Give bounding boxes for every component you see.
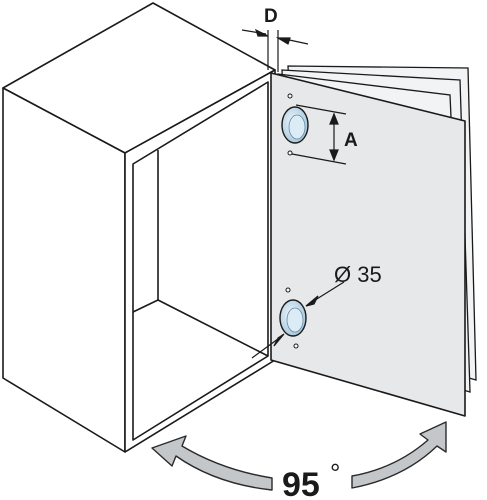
dimension-d — [241, 28, 309, 72]
dimension-a — [291, 104, 347, 165]
label-d: D — [264, 6, 278, 27]
angle-arrow-right — [351, 421, 447, 489]
inner-bottom-edge — [132, 299, 159, 313]
label-degree: ° — [330, 458, 340, 488]
label-angle: 95 — [282, 466, 320, 500]
label-a: A — [344, 130, 358, 151]
inner-floor-edge — [157, 299, 269, 357]
angle-arrow-left — [151, 435, 273, 491]
hinge-cup-upper — [281, 93, 309, 156]
diameter-leader — [251, 281, 345, 359]
cabinet-side — [2, 87, 126, 453]
angle-arrows — [151, 421, 447, 491]
cabinet — [2, 2, 276, 453]
label-diameter: Ø 35 — [334, 262, 382, 287]
hinge-cup-lower — [279, 287, 307, 349]
